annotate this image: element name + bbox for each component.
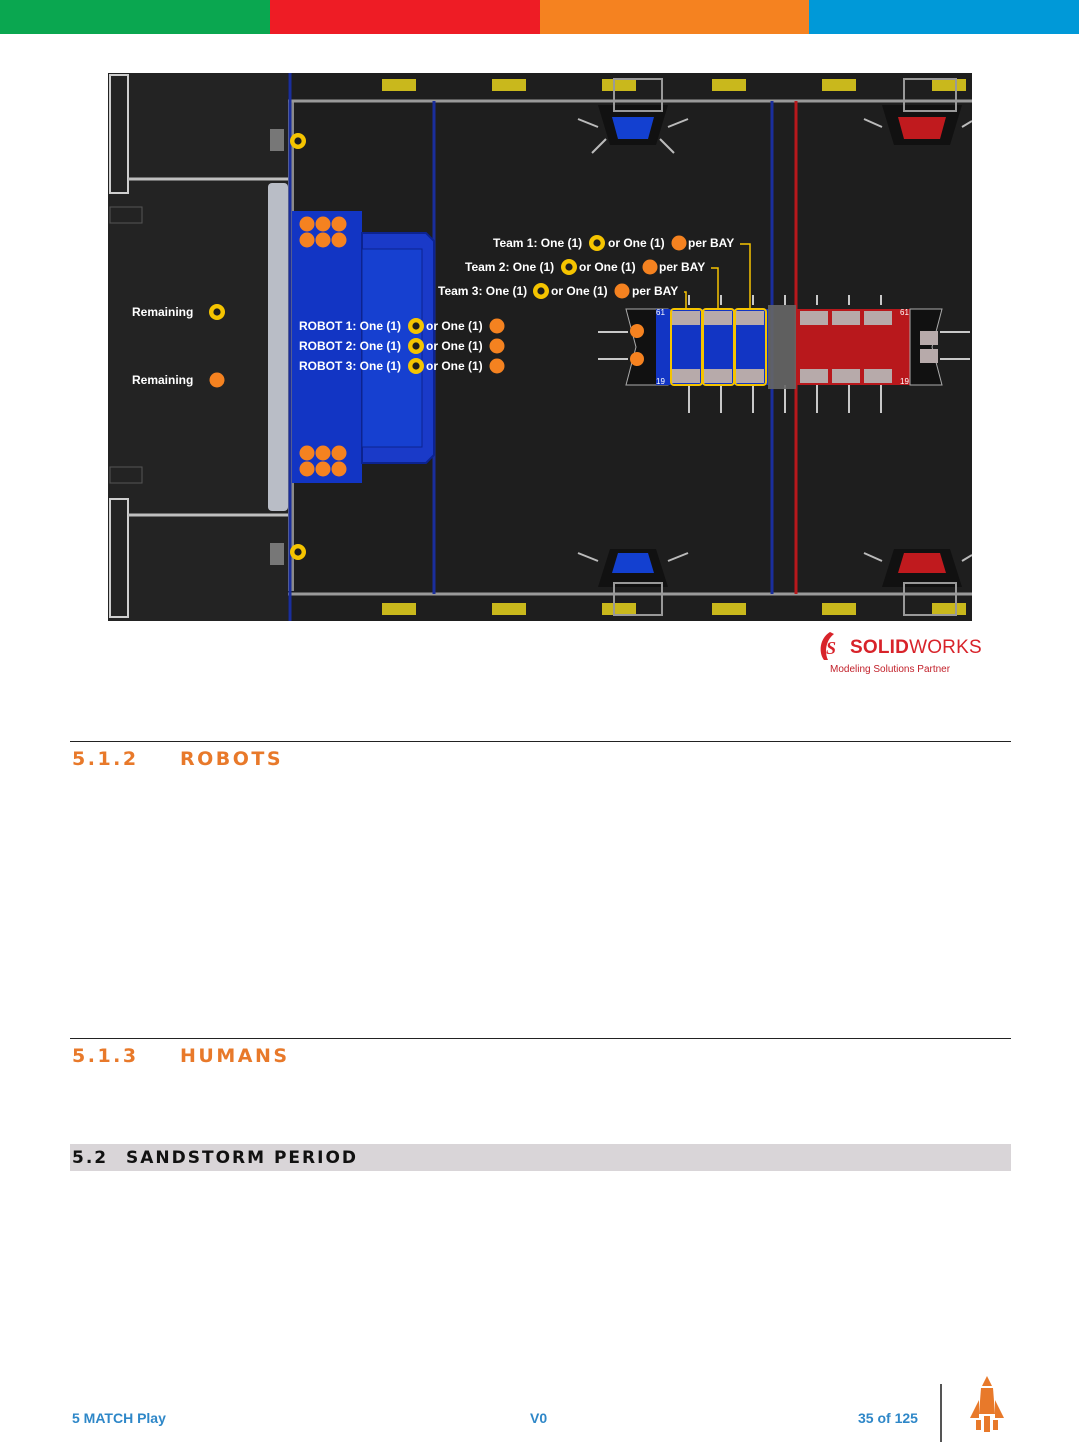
svg-text:61: 61 bbox=[900, 308, 909, 317]
robot-1-or-label: or One (1) bbox=[426, 319, 483, 333]
section-number: 5.1.3 bbox=[72, 1045, 180, 1067]
footer-divider bbox=[940, 1384, 942, 1442]
footer-version: V0 bbox=[530, 1410, 547, 1426]
team-2-label: Team 2: One (1) bbox=[465, 260, 554, 274]
section-number: 5.2 bbox=[72, 1148, 126, 1168]
color-bar-orange bbox=[540, 0, 810, 34]
team-3-bay-label: per BAY bbox=[632, 284, 678, 298]
color-bar-blue bbox=[809, 0, 1079, 34]
svg-text:S: S bbox=[826, 638, 836, 658]
rocket-logo-icon bbox=[962, 1374, 1012, 1434]
robot-1-label: ROBOT 1: One (1) bbox=[299, 319, 401, 333]
team-3-label: Team 3: One (1) bbox=[438, 284, 527, 298]
team-1-or-label: or One (1) bbox=[608, 236, 665, 250]
robot-3-or-label: or One (1) bbox=[426, 359, 483, 373]
solidworks-logo: S SOLIDWORKS Modeling Solutions Partner bbox=[816, 628, 966, 678]
section-title: ROBOTS bbox=[180, 748, 283, 770]
svg-text:19: 19 bbox=[900, 377, 909, 386]
section-number: 5.1.2 bbox=[72, 748, 180, 770]
solidworks-tagline: Modeling Solutions Partner bbox=[830, 664, 950, 675]
team-2-bay-label: per BAY bbox=[659, 260, 705, 274]
top-color-bar bbox=[0, 0, 1079, 34]
svg-text:61: 61 bbox=[656, 308, 665, 317]
robot-2-label: ROBOT 2: One (1) bbox=[299, 339, 401, 353]
robot-3-label: ROBOT 3: One (1) bbox=[299, 359, 401, 373]
section-title: HUMANS bbox=[180, 1045, 290, 1067]
footer-page-number: 35 of 125 bbox=[858, 1410, 918, 1426]
svg-text:19: 19 bbox=[656, 377, 665, 386]
remaining-cargo-label: Remaining bbox=[132, 373, 193, 387]
robot-2-or-label: or One (1) bbox=[426, 339, 483, 353]
team-1-bay-label: per BAY bbox=[688, 236, 734, 250]
section-title: SANDSTORM PERIOD bbox=[126, 1148, 358, 1168]
field-diagram: 61 19 61 19 Team 1: One (1) or One (1) p… bbox=[108, 73, 972, 621]
section-rule bbox=[70, 1038, 1011, 1039]
team-3-or-label: or One (1) bbox=[551, 284, 608, 298]
team-2-or-label: or One (1) bbox=[579, 260, 636, 274]
remaining-hatch-label: Remaining bbox=[132, 305, 193, 319]
section-rule bbox=[70, 741, 1011, 742]
footer-section: 5 MATCH Play bbox=[72, 1410, 166, 1426]
color-bar-red bbox=[270, 0, 540, 34]
team-1-label: Team 1: One (1) bbox=[493, 236, 582, 250]
solidworks-wordmark: SOLIDWORKS bbox=[850, 637, 982, 659]
ds-logo-icon: S bbox=[816, 628, 850, 664]
color-bar-green bbox=[0, 0, 270, 34]
